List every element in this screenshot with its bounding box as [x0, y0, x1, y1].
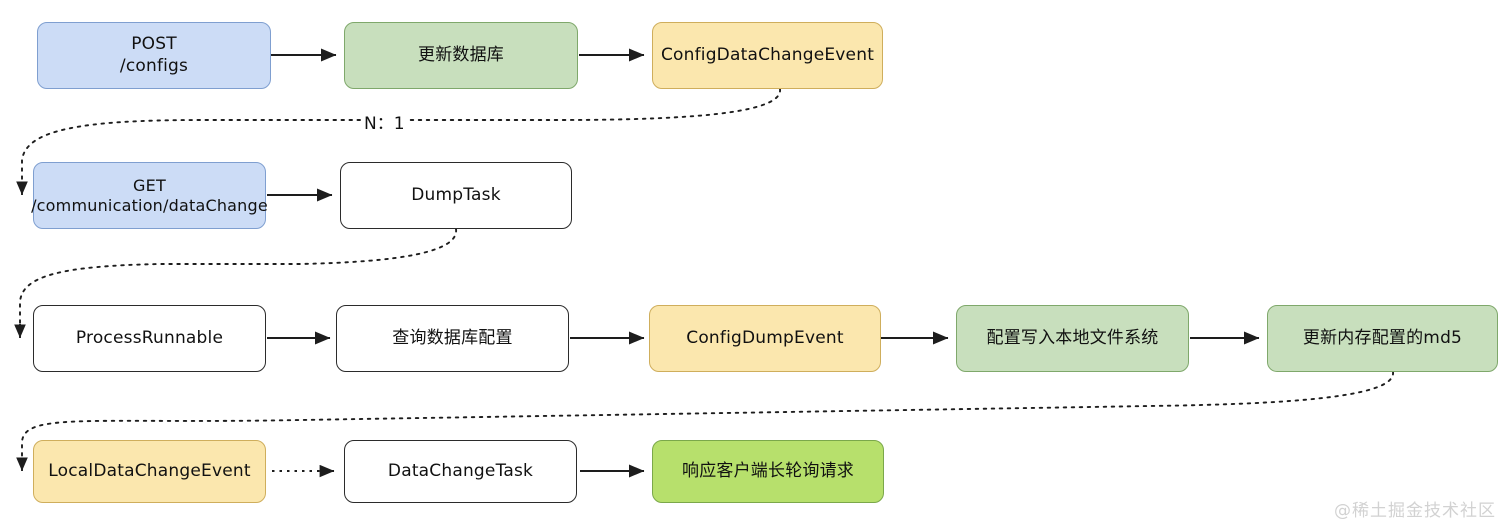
node-process-runnable[interactable]: ProcessRunnable [33, 305, 266, 372]
node-update-memory-md5[interactable]: 更新内存配置的md5 [1267, 305, 1498, 372]
node-label: DataChangeTask [387, 460, 534, 481]
node-label: 响应客户端长轮询请求 [682, 460, 854, 481]
edge-label-n-to-1: N：1 [361, 109, 408, 134]
node-label: 配置写入本地文件系统 [986, 327, 1159, 348]
node-respond-long-polling[interactable]: 响应客户端长轮询请求 [652, 440, 884, 503]
node-local-data-change-event[interactable]: LocalDataChangeEvent [33, 440, 266, 503]
node-get-communication-datachange[interactable]: GET /communication/dataChange [31, 162, 268, 229]
node-post-configs[interactable]: POST /configs [37, 22, 271, 89]
node-write-local-filesystem[interactable]: 配置写入本地文件系统 [956, 305, 1189, 372]
node-config-dump-event[interactable]: ConfigDumpEvent [649, 305, 881, 372]
watermark: @稀土掘金技术社区 [1334, 501, 1496, 521]
node-label: POST /configs [119, 34, 189, 76]
node-config-data-change-event[interactable]: ConfigDataChangeEvent [652, 22, 883, 89]
node-label: GET /communication/dataChange [31, 175, 268, 215]
node-label: ProcessRunnable [75, 327, 224, 348]
node-query-db-config[interactable]: 查询数据库配置 [336, 305, 569, 372]
node-label: ConfigDumpEvent [686, 327, 844, 348]
node-label: ConfigDataChangeEvent [660, 44, 875, 65]
node-update-db[interactable]: 更新数据库 [344, 22, 578, 89]
node-label: DumpTask [411, 184, 501, 205]
node-label: 更新内存配置的md5 [1302, 327, 1463, 348]
node-data-change-task[interactable]: DataChangeTask [344, 440, 577, 503]
node-dump-task[interactable]: DumpTask [340, 162, 572, 229]
node-label: LocalDataChangeEvent [48, 460, 251, 481]
node-label: 查询数据库配置 [392, 327, 513, 348]
node-label: 更新数据库 [418, 44, 504, 65]
